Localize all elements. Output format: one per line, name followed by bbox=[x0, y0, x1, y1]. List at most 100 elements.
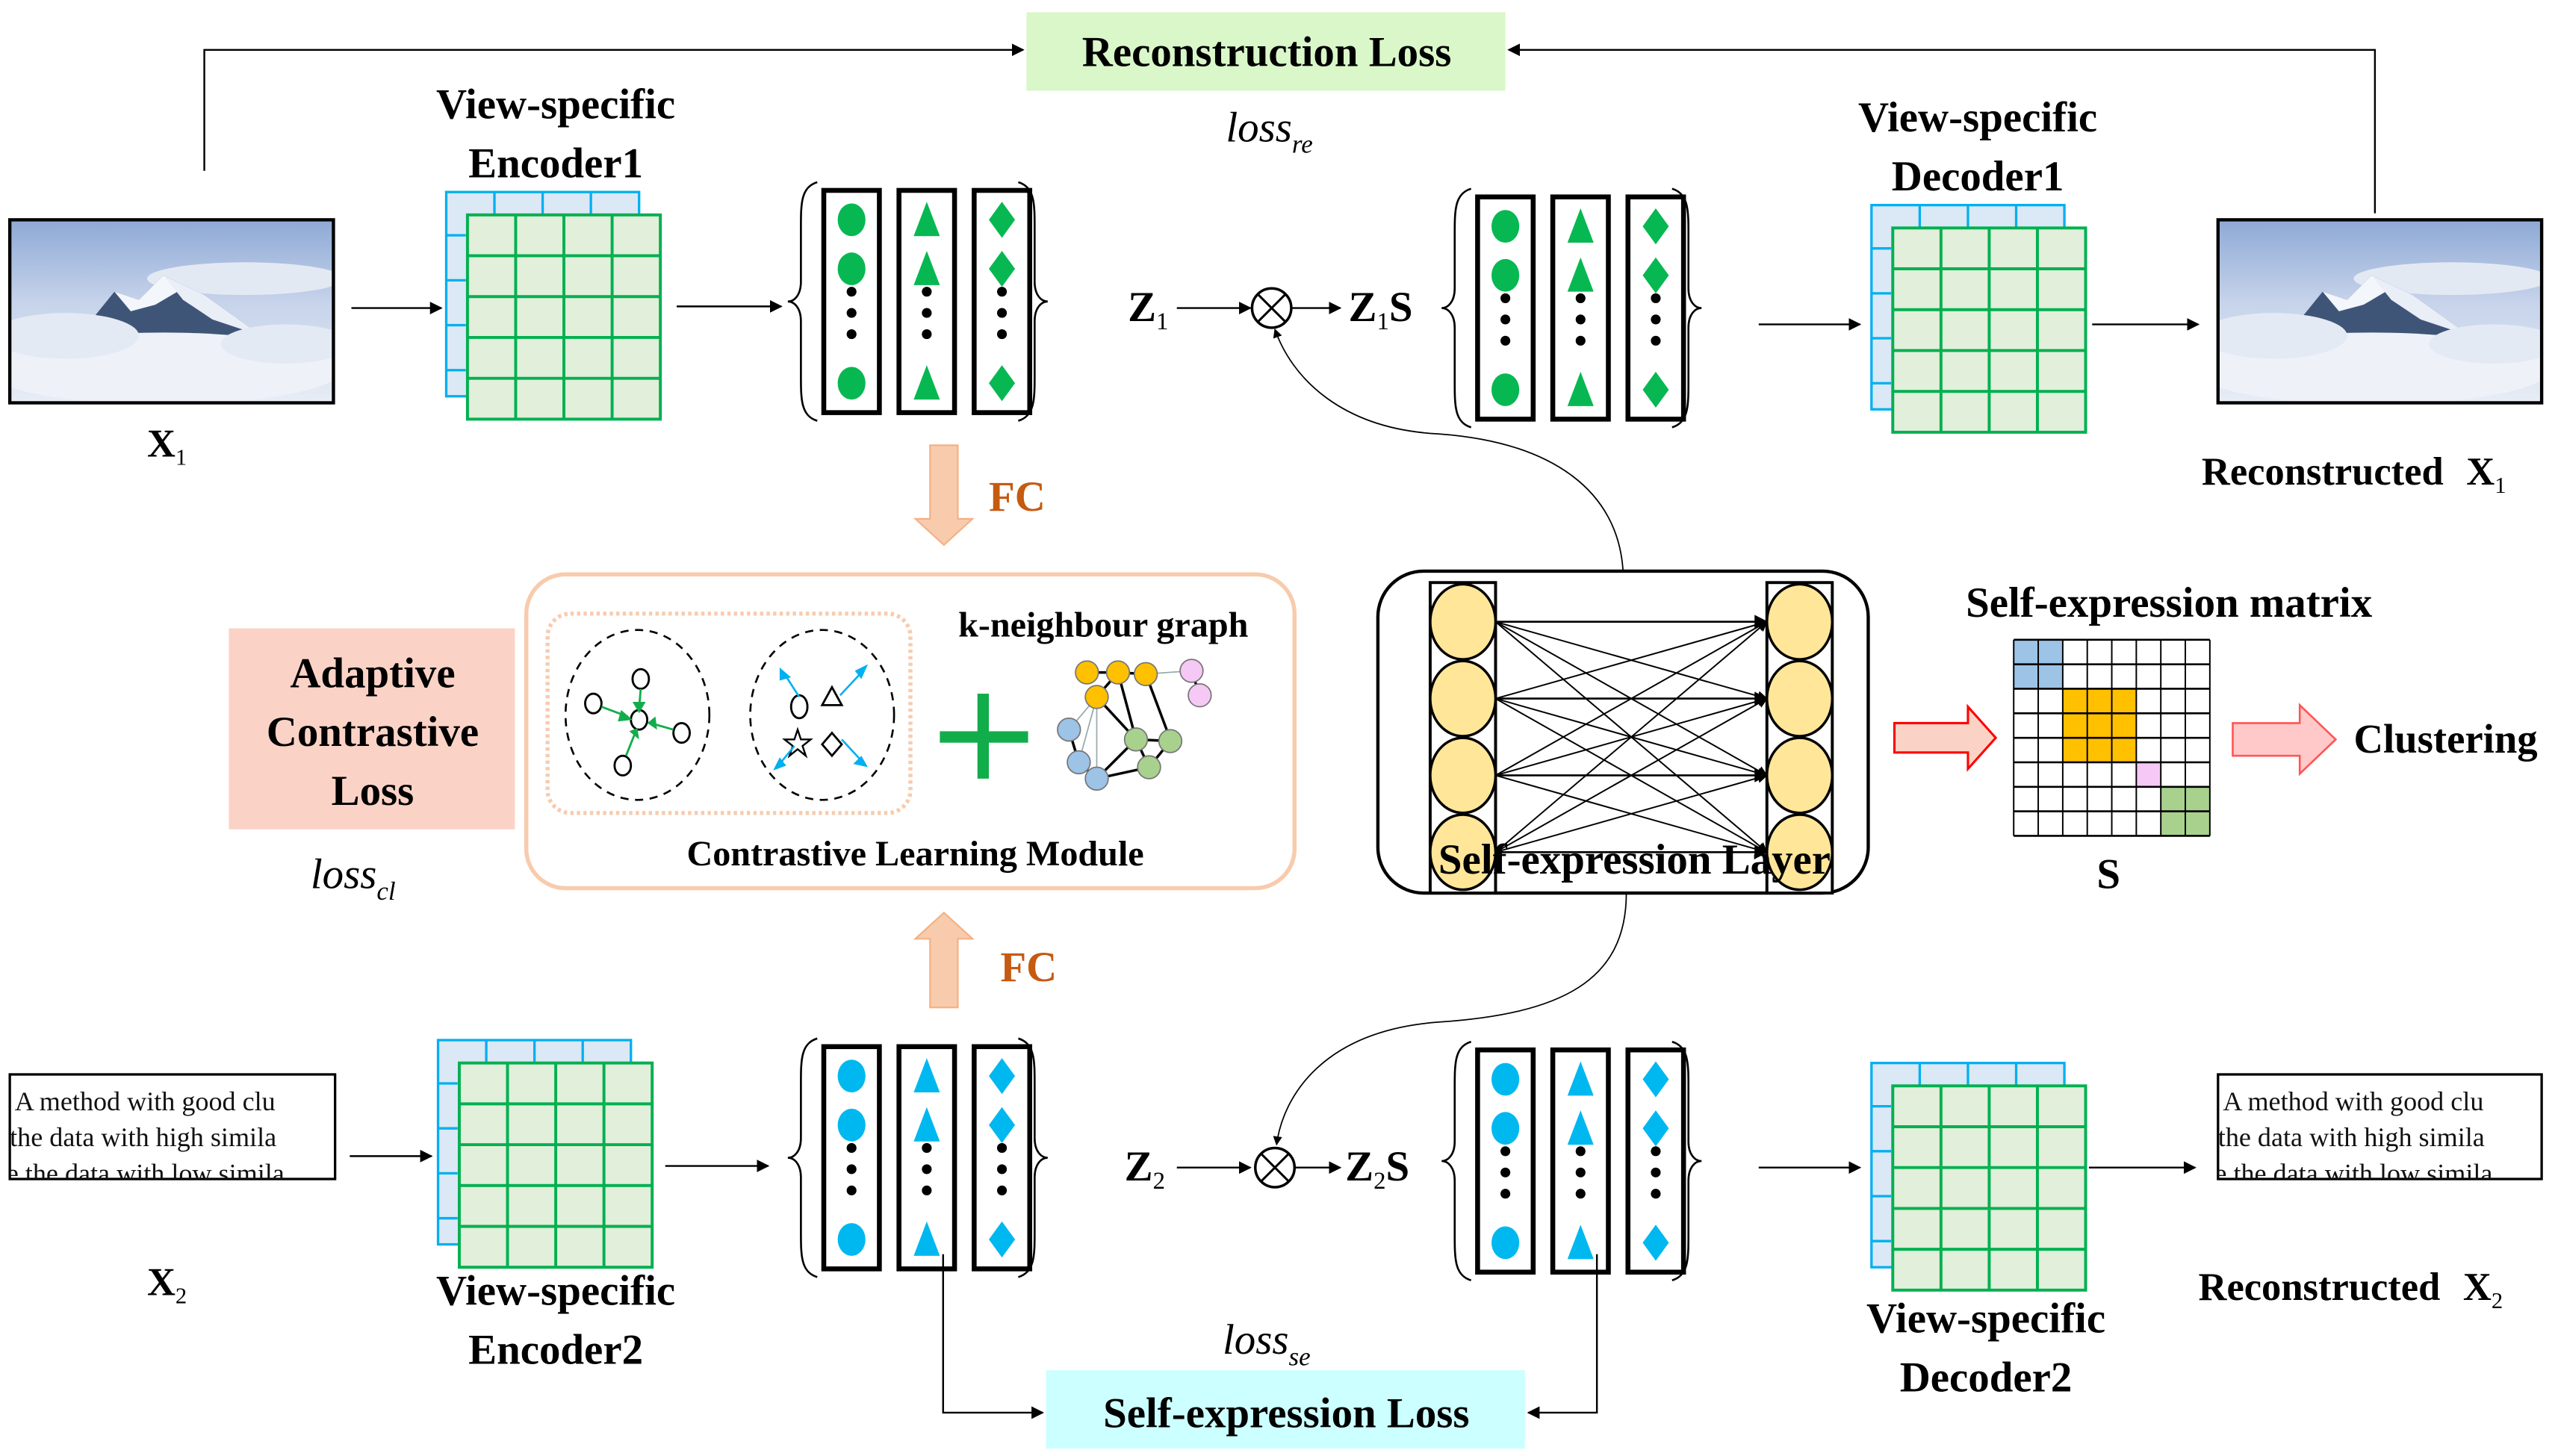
ellipsis-dot bbox=[846, 287, 857, 297]
arrow-layer-to-matrix bbox=[1893, 703, 1998, 772]
triangle-feature bbox=[1567, 1225, 1594, 1260]
reconstruction-loss-box bbox=[1026, 12, 1506, 91]
circle-feature bbox=[1491, 210, 1520, 243]
ellipsis-dot bbox=[1575, 335, 1586, 346]
triangle-feature bbox=[1567, 371, 1594, 406]
fc-arrow-down bbox=[913, 444, 975, 547]
self-expression-loss-box bbox=[1046, 1370, 1525, 1449]
decoder2-layers bbox=[1870, 1062, 2087, 1292]
left-brace bbox=[1441, 187, 1472, 429]
x2-text-line: ve add clustering accuracy bbox=[5, 1195, 292, 1225]
reconstructed-text-x2: A method with good clu the data with hig… bbox=[2213, 1073, 2543, 1225]
triangle-feature bbox=[1567, 1061, 1594, 1096]
x2-label: X2 bbox=[147, 1260, 187, 1308]
x2-reconstructed-text-line: e the data with low simila bbox=[2214, 1158, 2492, 1188]
circle-feature bbox=[837, 1108, 866, 1142]
circle-feature bbox=[837, 203, 866, 237]
self-expression-layer-network bbox=[1428, 581, 1834, 895]
self-expression-loss-symbol: lossse bbox=[1223, 1316, 1311, 1371]
contrastive-learning-module-label: Contrastive Learning Module bbox=[686, 834, 1143, 874]
diamond-feature bbox=[1642, 1061, 1669, 1098]
circle-feature bbox=[837, 1223, 866, 1256]
contrastive-loss-symbol: losscl bbox=[311, 850, 396, 905]
diamond-feature bbox=[989, 202, 1016, 238]
left-brace bbox=[787, 1037, 818, 1278]
x2-text-line: e the data with low simila bbox=[7, 1158, 285, 1188]
x2-text-line: the data with high simila bbox=[10, 1122, 276, 1152]
ellipsis-dot bbox=[996, 1164, 1008, 1175]
input-text-x2: A method with good clu the data with hig… bbox=[5, 1073, 337, 1225]
input-node bbox=[1429, 813, 1497, 892]
encoder2-layers bbox=[436, 1039, 654, 1269]
z1-label: Z1 bbox=[1128, 284, 1168, 335]
multiply-operator-2 bbox=[1254, 1146, 1297, 1189]
ellipsis-dot bbox=[1575, 1189, 1586, 1199]
ellipsis-dot bbox=[922, 308, 932, 318]
reconstruction-loss-group: Reconstruction Loss lossre bbox=[203, 12, 2377, 214]
diamond-feature bbox=[989, 1107, 1016, 1143]
connection-edge bbox=[1494, 620, 1768, 777]
input-node bbox=[1429, 736, 1497, 815]
ellipsis-dot bbox=[1500, 314, 1511, 325]
ellipsis-dot bbox=[846, 1142, 857, 1154]
ellipsis-dot bbox=[996, 308, 1008, 318]
ellipsis-dot bbox=[996, 329, 1008, 340]
right-brace bbox=[1671, 187, 1702, 429]
circle-feature bbox=[837, 1060, 866, 1093]
triangle-feature bbox=[913, 1107, 940, 1142]
recon-line-right bbox=[1507, 43, 2377, 214]
multiply-operator-1 bbox=[1250, 287, 1293, 329]
x1-label: X1 bbox=[147, 423, 187, 470]
diamond-feature bbox=[1642, 1225, 1669, 1261]
self-expression-layer-label: Self-expression Layer bbox=[1438, 836, 1831, 883]
connection-edge bbox=[1494, 697, 1768, 853]
ellipsis-dot bbox=[846, 1185, 857, 1195]
curve-se-layer-to-multiply2 bbox=[1273, 893, 1627, 1146]
triangle-feature bbox=[913, 1221, 940, 1256]
k-neighbour-graph-label: k-neighbour graph bbox=[958, 605, 1248, 644]
diamond-feature bbox=[1642, 1110, 1669, 1147]
matrix-block bbox=[2136, 762, 2161, 787]
ellipsis-dot bbox=[1651, 1189, 1661, 1199]
recon-line-left bbox=[203, 43, 1025, 171]
circle-feature bbox=[837, 367, 866, 400]
latent-z2-columns bbox=[787, 1037, 1048, 1278]
k-neighbour-graph bbox=[1057, 659, 1212, 791]
triangle-feature bbox=[913, 250, 940, 285]
input-image-x1 bbox=[7, 218, 335, 405]
ellipsis-dot bbox=[1575, 314, 1586, 325]
triangle-feature bbox=[1567, 208, 1594, 243]
z1s-label: Z1S bbox=[1349, 284, 1413, 335]
x2-reconstructed-text-line: ve add clustering accuracy bbox=[2213, 1195, 2500, 1225]
ellipsis-dot bbox=[922, 287, 932, 297]
input-node bbox=[1429, 659, 1497, 738]
ellipsis-dot bbox=[1500, 1167, 1511, 1177]
adaptive-contrastive-loss-box bbox=[229, 628, 515, 830]
ellipsis-dot bbox=[1500, 335, 1511, 346]
triangle-feature bbox=[913, 202, 940, 237]
ellipsis-dot bbox=[1500, 1146, 1511, 1157]
triangle-feature bbox=[1567, 257, 1594, 292]
decoder1-layers bbox=[1870, 204, 2087, 434]
curve-se-layer-to-multiply1 bbox=[1273, 328, 1624, 571]
plus-icon bbox=[940, 694, 1028, 779]
connection-edge bbox=[1495, 773, 1769, 853]
self-expression-matrix-grid bbox=[2013, 638, 2211, 837]
circle-feature bbox=[1491, 1063, 1520, 1096]
right-brace bbox=[1017, 1037, 1048, 1278]
diamond-feature bbox=[989, 365, 1016, 402]
latent-z1s-columns bbox=[1441, 187, 1702, 429]
ellipsis-dot bbox=[1651, 314, 1661, 325]
ellipsis-dot bbox=[996, 287, 1008, 297]
x2-reconstructed-text-line: A method with good clu bbox=[2223, 1086, 2483, 1116]
fc-label-bottom: FC bbox=[1000, 944, 1057, 991]
ellipsis-dot bbox=[846, 308, 857, 318]
self-expression-loss-label: Self-expression Loss bbox=[1103, 1390, 1469, 1437]
diamond-feature bbox=[1642, 371, 1669, 408]
arrow-matrix-to-clustering bbox=[2232, 703, 2338, 777]
